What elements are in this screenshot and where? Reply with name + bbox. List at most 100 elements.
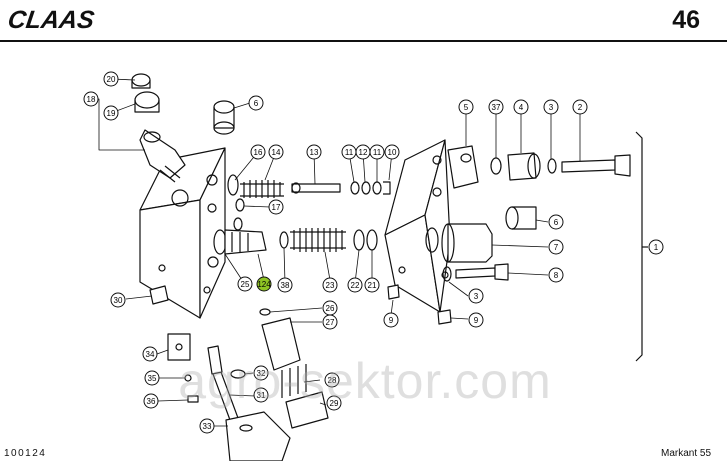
- callout-27: 27: [322, 314, 338, 330]
- callout-11: 11: [369, 144, 385, 160]
- callout-circle: [468, 288, 484, 304]
- callout-circle: [347, 277, 363, 293]
- callout-25: 25: [237, 276, 253, 292]
- callout-35: 35: [144, 370, 160, 386]
- callout-38: 38: [277, 277, 293, 293]
- washer-3-top: [547, 158, 557, 174]
- bolt-2: [561, 154, 631, 177]
- callout-number: 11: [373, 148, 382, 157]
- callout-circle: [253, 365, 269, 381]
- plug-30: [149, 285, 169, 305]
- callout-number: 32: [257, 369, 266, 378]
- callout-19: 19: [103, 105, 119, 121]
- callout-circle: [248, 95, 264, 111]
- callout-37: 37: [488, 99, 504, 115]
- callout-number: 10: [388, 148, 397, 157]
- callout-1: 1: [648, 239, 664, 255]
- callout-circle: [306, 144, 322, 160]
- callout-number: 124: [257, 280, 271, 289]
- callout-number: 14: [272, 148, 281, 157]
- model-name: Markant 55: [661, 448, 712, 459]
- callout-number: 17: [272, 203, 281, 212]
- callout-4: 4: [513, 99, 529, 115]
- callout-18: 18: [83, 91, 99, 107]
- callout-circle: [324, 372, 340, 388]
- callout-number: 28: [328, 376, 337, 385]
- callout-22: 22: [347, 277, 363, 293]
- callout-11: 11: [341, 144, 357, 160]
- callout-30: 30: [110, 292, 126, 308]
- callout-circle: [103, 71, 119, 87]
- callout-number: 4: [519, 103, 524, 112]
- group-bracket-1: [635, 131, 648, 362]
- fitting-6-top: [213, 100, 235, 135]
- callout-circle: [384, 144, 400, 160]
- callout-23: 23: [322, 277, 338, 293]
- callout-circle: [326, 395, 342, 411]
- callout-number: 11: [345, 148, 354, 157]
- callout-number: 23: [326, 281, 335, 290]
- watermark: agro-sektor.com: [178, 353, 552, 409]
- callout-number: 19: [107, 109, 116, 118]
- callout-circle: [250, 144, 266, 160]
- callout-6: 6: [548, 214, 564, 230]
- callout-14: 14: [268, 144, 284, 160]
- washer-37: [490, 157, 502, 175]
- callout-number: 3: [549, 103, 554, 112]
- callout-number: 6: [254, 99, 259, 108]
- claas-logo: CLAAS: [8, 6, 96, 32]
- callout-28: 28: [324, 372, 340, 388]
- callout-circle: [277, 277, 293, 293]
- fitting-6-right: [505, 206, 537, 230]
- callout-number: 20: [107, 75, 116, 84]
- callout-circle: [648, 239, 664, 255]
- clamp-5: [447, 145, 479, 189]
- spring-14: [240, 180, 284, 198]
- callout-number: 6: [554, 218, 559, 227]
- callout-circle: [383, 312, 399, 328]
- callout-7: 7: [548, 239, 564, 255]
- claas-logo-text: CLAAS: [8, 6, 96, 32]
- callout-circle: [237, 276, 253, 292]
- callout-number: 21: [368, 281, 377, 290]
- callout-number: 38: [281, 281, 290, 290]
- callout-36: 36: [143, 393, 159, 409]
- callout-8: 8: [548, 267, 564, 283]
- callout-9: 9: [383, 312, 399, 328]
- valve-cartridge-124: [213, 229, 289, 255]
- callout-number: 2: [578, 103, 583, 112]
- callout-circle: [513, 99, 529, 115]
- callout-circle: [548, 214, 564, 230]
- callout-circle: [458, 99, 474, 115]
- spring-23: [290, 228, 378, 252]
- callout-10: 10: [384, 144, 400, 160]
- callout-circle: [369, 144, 385, 160]
- pin-13: [291, 182, 341, 194]
- bolt-8: [455, 263, 509, 281]
- callout-9: 9: [468, 312, 484, 328]
- callout-number: 18: [87, 95, 96, 104]
- callout-number: 34: [146, 350, 155, 359]
- callout-number: 9: [474, 316, 479, 325]
- callout-26: 26: [322, 300, 338, 316]
- washers-10-12: [350, 181, 391, 195]
- callout-21: 21: [364, 277, 380, 293]
- callout-circle: [142, 346, 158, 362]
- callout-circle: [253, 387, 269, 403]
- callout-number: 26: [326, 304, 335, 313]
- callout-number: 1: [654, 243, 659, 252]
- callout-circle: [572, 99, 588, 115]
- o-rings-16-17: [227, 174, 245, 231]
- callout-5: 5: [458, 99, 474, 115]
- valve-stem-31: [207, 345, 239, 421]
- callout-number: 8: [554, 271, 559, 280]
- callout-number: 33: [203, 422, 212, 431]
- plugs-9: [387, 284, 452, 325]
- callout-number: 7: [554, 243, 559, 252]
- callout-number: 30: [114, 296, 123, 305]
- callout-circle: [256, 276, 272, 292]
- callout-2: 2: [572, 99, 588, 115]
- callout-number: 5: [464, 103, 469, 112]
